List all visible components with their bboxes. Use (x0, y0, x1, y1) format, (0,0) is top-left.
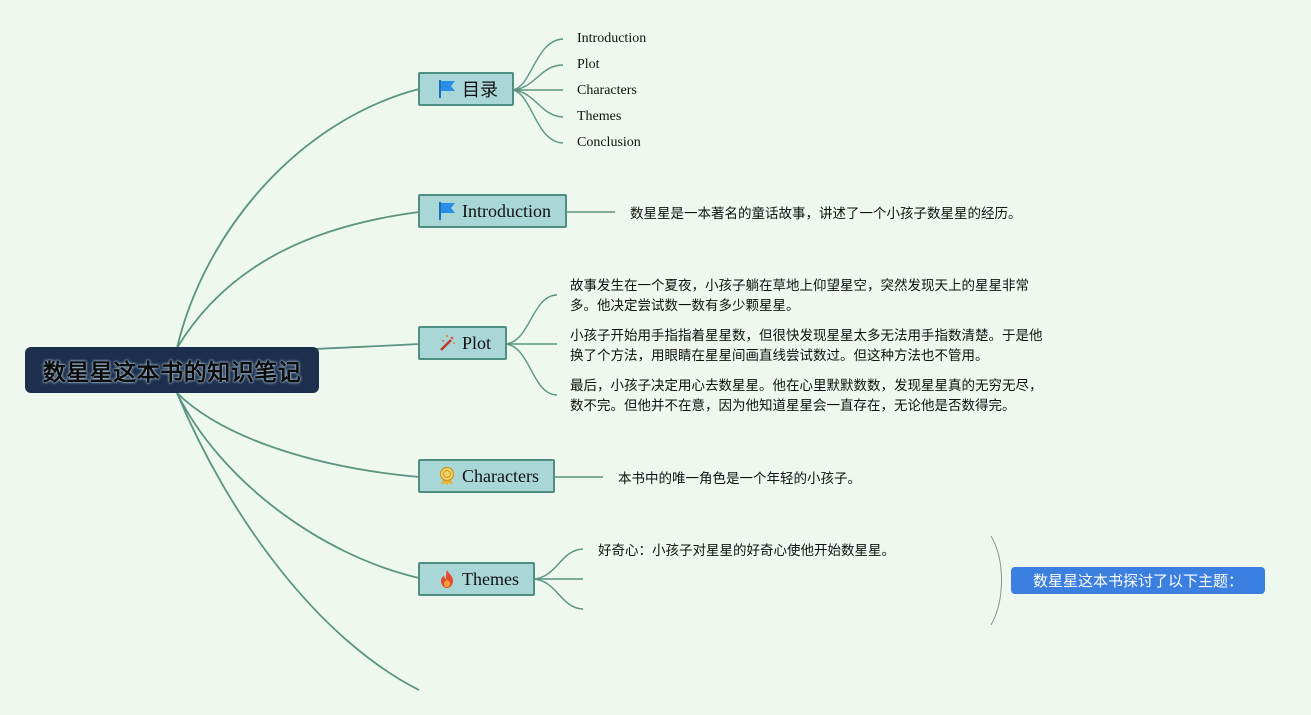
themes-summary-label: 数星星这本书探讨了以下主题： (1032, 572, 1243, 590)
flag-icon (436, 78, 458, 100)
topic-toc[interactable]: 目录 (418, 72, 514, 106)
fire-icon (436, 568, 458, 590)
plot-note-3[interactable]: 最后，小孩子决定用心去数星星。他在心里默默数数，发现星星真的无穷无尽， 数不完。… (570, 376, 1043, 416)
plot-note-1-line-1: 故事发生在一个夏夜，小孩子躺在草地上仰望星空，突然发现天上的星星非常 (570, 278, 1029, 294)
topic-characters-label: Characters (462, 465, 539, 486)
introduction-note[interactable]: 数星星是一本著名的童话故事，讲述了一个小孩子数星星的经历。 (630, 206, 1022, 222)
topic-toc-label: 目录 (462, 80, 498, 101)
toc-item-introduction[interactable]: Introduction (577, 31, 647, 46)
topic-introduction[interactable]: Introduction (418, 194, 567, 228)
plot-note-1-line-2: 多。他决定尝试数一数有多少颗星星。 (570, 298, 800, 314)
toc-item-plot[interactable]: Plot (577, 57, 600, 72)
toc-item-themes[interactable]: Themes (577, 109, 622, 124)
toc-item-characters[interactable]: Characters (577, 83, 637, 98)
plot-note-3-line-2: 数不完。但他并不在意，因为他知道星星会一直存在，无论他是否数得完。 (570, 398, 1016, 414)
central-topic-label: 数星星这本书的知识笔记 (42, 360, 302, 386)
themes-summary[interactable]: 数星星这本书探讨了以下主题： (1011, 567, 1265, 594)
magic-wand-icon (436, 332, 458, 354)
plot-note-2-line-1: 小孩子开始用手指指着星星数，但很快发现星星太多无法用手指数清楚。于是他 (570, 328, 1043, 344)
plot-note-2-line-2: 换了个方法，用眼睛在星星间画直线尝试数过。但这种方法也不管用。 (570, 348, 989, 364)
topic-plot-label: Plot (462, 332, 492, 353)
topic-plot[interactable]: Plot (418, 326, 508, 360)
toc-item-conclusion[interactable]: Conclusion (577, 135, 641, 150)
topic-characters[interactable]: Characters (418, 459, 555, 493)
topic-themes-label: Themes (462, 568, 519, 589)
characters-note[interactable]: 本书中的唯一角色是一个年轻的小孩子。 (618, 471, 861, 487)
topic-themes[interactable]: Themes (418, 562, 535, 596)
plot-note-3-line-1: 最后，小孩子决定用心去数星星。他在心里默默数数，发现星星真的无穷无尽， (570, 378, 1043, 394)
central-topic[interactable]: 数星星这本书的知识笔记 (25, 347, 319, 393)
flag-icon (436, 200, 458, 222)
award-badge-icon (436, 465, 458, 487)
themes-note[interactable]: 好奇心：小孩子对星星的好奇心使他开始数星星。 (598, 543, 895, 559)
topic-introduction-label: Introduction (462, 200, 551, 221)
plot-note-1[interactable]: 故事发生在一个夏夜，小孩子躺在草地上仰望星空，突然发现天上的星星非常 多。他决定… (570, 276, 1029, 316)
plot-note-2[interactable]: 小孩子开始用手指指着星星数，但很快发现星星太多无法用手指数清楚。于是他 换了个方… (570, 326, 1043, 366)
